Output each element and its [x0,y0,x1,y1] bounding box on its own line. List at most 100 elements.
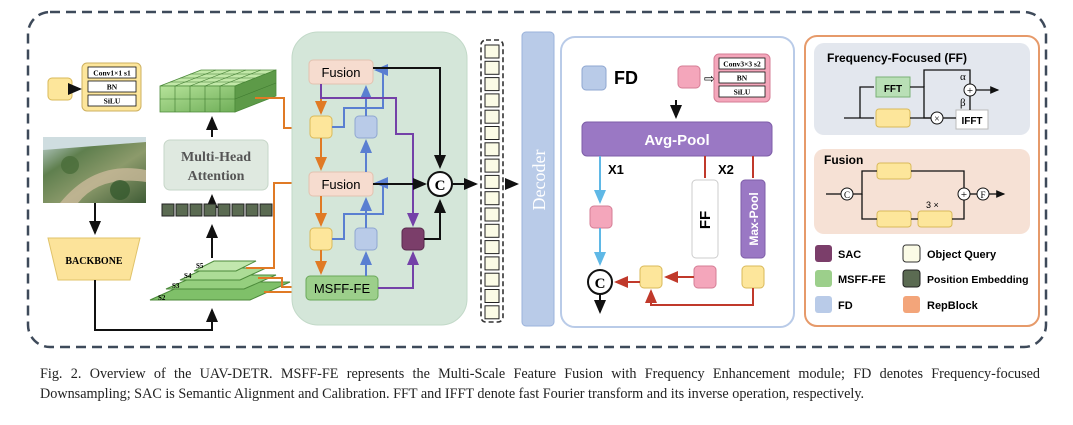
pyramid-label-s2: S2 [158,294,166,302]
backbone-block [47,237,141,281]
fd-blue-2 [354,227,378,251]
avg-pool-block [581,121,773,157]
rep-yellow-2 [309,227,333,251]
backbone-label: BACKBONE [65,256,123,267]
aerial-input-image [43,137,146,203]
object-query-token [484,223,500,238]
fd-yellow-merge [639,265,663,289]
ff-times-symbol: × [934,114,940,125]
object-query-token [484,93,500,108]
decoder-block [521,31,555,327]
position-embedding-tokens [161,203,273,217]
object-query-token [484,109,500,124]
conv-line-1: Conv1×1 s1 [93,69,131,78]
concat-symbol-fd: C [595,276,606,292]
outer-frame [26,10,1048,349]
fd-pink-input [677,65,701,89]
object-query-token [484,158,500,173]
x1-label: X1 [608,162,624,177]
conv-block: Conv1×1 s1 BN SiLU [81,62,142,112]
avg-pool-label: Avg-Pool [644,132,709,149]
sac-block [401,227,425,251]
object-query-token [484,256,500,271]
fusion-panel-yellow-top [876,162,912,180]
object-query-token [484,60,500,75]
fd-conv-line-2: BN [737,74,748,83]
conv-line-2: BN [107,83,118,92]
ff-alpha: α [960,71,966,83]
fusion-panel-yellow-b1 [876,210,912,228]
fd-pink-x1 [589,205,613,229]
fd-legend-swatch [581,65,607,91]
x2-label: X2 [718,162,734,177]
pyramid-label-s5: S5 [196,262,204,270]
ff-plus-symbol: + [967,85,973,97]
fd-yellow-maxpool [741,265,765,289]
feature-pyramid [149,260,291,301]
rep-yellow-1 [309,115,333,139]
fd-conv-line-1: Conv3×3 s2 [723,60,761,69]
object-query-token [484,272,500,287]
ff-label: FF [697,211,714,229]
fd-conv-block: Conv3×3 s2 BN SiLU [713,53,771,103]
legend-fd-swatch [815,296,832,313]
ff-beta: β [960,97,966,109]
fusion-panel-title: Fusion [824,153,863,167]
object-query-token [484,126,500,140]
fusion-plus-symbol: + [961,189,967,201]
object-query-tokens [480,39,504,323]
architecture-figure: Conv1×1 s1 BN SiLU BACKBONE Multi-Head A… [26,10,1048,349]
object-query-token [484,191,500,206]
legend-repblock-swatch [903,296,920,313]
ff-panel-title: Frequency-Focused (FF) [827,51,967,65]
legend-sac-swatch [815,245,832,262]
object-query-token [484,174,500,189]
ff-block [691,179,719,259]
fusion-block-top [308,59,374,85]
concat-symbol-encoder: C [435,178,446,194]
object-query-token [484,305,500,320]
max-pool-block [740,179,766,259]
fusion-repeat-label: 3 × [926,200,939,210]
attention-label-2: Attention [188,169,245,184]
fusion-panel [814,149,1030,234]
ff-ifft-label: IFFT [961,116,982,127]
msff-fe-label: MSFF-FE [314,281,371,296]
legend-position-embedding-swatch [902,269,921,288]
legend-repblock: RepBlock [927,300,979,312]
fusion-panel-yellow-b2 [917,210,953,228]
legend-msff: MSFF-FE [838,274,886,286]
fd-title: FD [614,68,638,88]
figure-caption: Fig. 2. Overview of the UAV-DETR. MSFF-F… [40,366,1040,402]
ff-ifft-block [955,109,989,130]
fusion-label-top: Fusion [321,65,360,80]
attention-label-1: Multi-Head [181,150,251,165]
fusion-label-mid: Fusion [321,177,360,192]
fd-conv-line-3: SiLU [734,88,751,97]
object-query-token [484,289,500,303]
object-query-token-column [484,44,500,320]
pyramid-label-s3: S3 [172,282,180,290]
legend-object-query-swatch [902,244,921,263]
fd-pink-ff [693,265,717,289]
legend-position-embedding: Position Embedding [927,274,1029,286]
max-pool-label: Max-Pool [747,192,761,245]
object-query-token [484,240,500,255]
legend-msff-swatch [815,270,832,287]
legend-fd: FD [838,300,853,312]
object-query-token [484,142,500,157]
pyramid-label-s4: S4 [184,272,192,280]
fusion-f-symbol: F [980,190,985,200]
ff-yellow-block [875,108,911,128]
legend-object-query: Object Query [927,249,997,261]
ff-fft-label: FFT [884,84,902,95]
fd-blue-1 [354,115,378,139]
attention-output-grid [159,69,277,113]
conv-line-3: SiLU [104,97,121,106]
multi-head-attention-block [163,139,269,191]
legend-sac: SAC [838,249,861,261]
decoder-label: Decoder [529,150,549,211]
input-token [47,77,73,101]
object-query-token [484,77,500,92]
fusion-c-symbol: C [844,190,850,200]
